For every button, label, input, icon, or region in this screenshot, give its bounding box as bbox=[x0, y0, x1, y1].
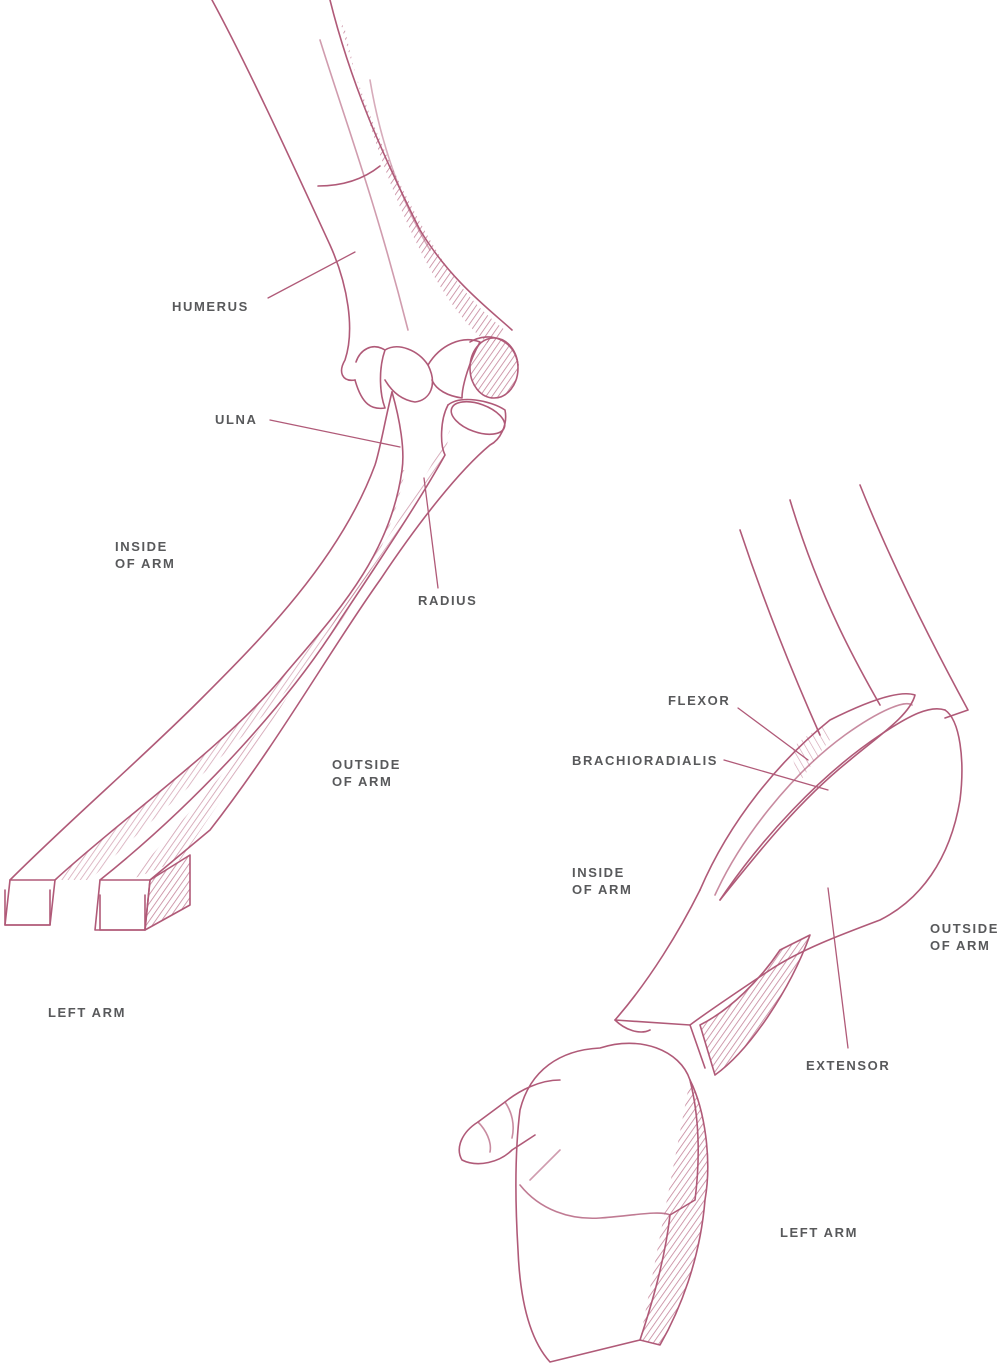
left-arm-caption-left: LEFT ARM bbox=[48, 1005, 127, 1020]
humerus-leader-line bbox=[267, 251, 356, 299]
outside-label-line-1: OUTSIDE bbox=[332, 757, 401, 772]
inside-of-arm-label-left: INSIDE OF ARM bbox=[115, 538, 175, 572]
inside-of-arm-label-right: INSIDE OF ARM bbox=[572, 864, 632, 898]
outside-of-arm-label-right: OUTSIDE OF ARM bbox=[930, 920, 999, 954]
flexor-leader-line bbox=[737, 707, 809, 761]
extensor-muscle bbox=[614, 709, 963, 1076]
outside-label-line-2: OF ARM bbox=[930, 938, 991, 953]
ulna-leader-line bbox=[269, 419, 401, 448]
inside-label-line-1: INSIDE bbox=[115, 539, 168, 554]
ulna-bone bbox=[4, 391, 405, 926]
extensor-label: EXTENSOR bbox=[806, 1058, 891, 1073]
outside-label-line-1: OUTSIDE bbox=[930, 921, 999, 936]
left-arm-caption-right: LEFT ARM bbox=[780, 1225, 859, 1240]
outside-label-line-2: OF ARM bbox=[332, 774, 393, 789]
radius-label: RADIUS bbox=[418, 593, 478, 608]
outside-of-arm-label-left: OUTSIDE OF ARM bbox=[332, 756, 401, 790]
brachioradialis-label: BRACHIORADIALIS bbox=[572, 753, 719, 768]
inside-label-line-1: INSIDE bbox=[572, 865, 625, 880]
humerus-bone bbox=[211, 0, 513, 382]
humerus-label: HUMERUS bbox=[172, 299, 249, 314]
brachioradialis-muscle bbox=[719, 708, 946, 901]
upper-arm bbox=[739, 484, 969, 736]
ulna-label: ULNA bbox=[215, 412, 258, 427]
flexor-muscle bbox=[699, 692, 916, 901]
right-muscle-drawing bbox=[458, 484, 969, 1363]
left-skeleton-drawing bbox=[4, 0, 519, 931]
extensor-leader-line bbox=[827, 887, 849, 1049]
inside-label-line-2: OF ARM bbox=[572, 882, 633, 897]
flexor-label: FLEXOR bbox=[668, 693, 731, 708]
hand-drawing bbox=[458, 1042, 709, 1363]
elbow-joint bbox=[354, 336, 519, 410]
inside-label-line-2: OF ARM bbox=[115, 556, 176, 571]
radius-leader-line bbox=[423, 477, 439, 589]
radius-bone bbox=[94, 398, 507, 931]
brachioradialis-leader-line bbox=[723, 759, 829, 791]
